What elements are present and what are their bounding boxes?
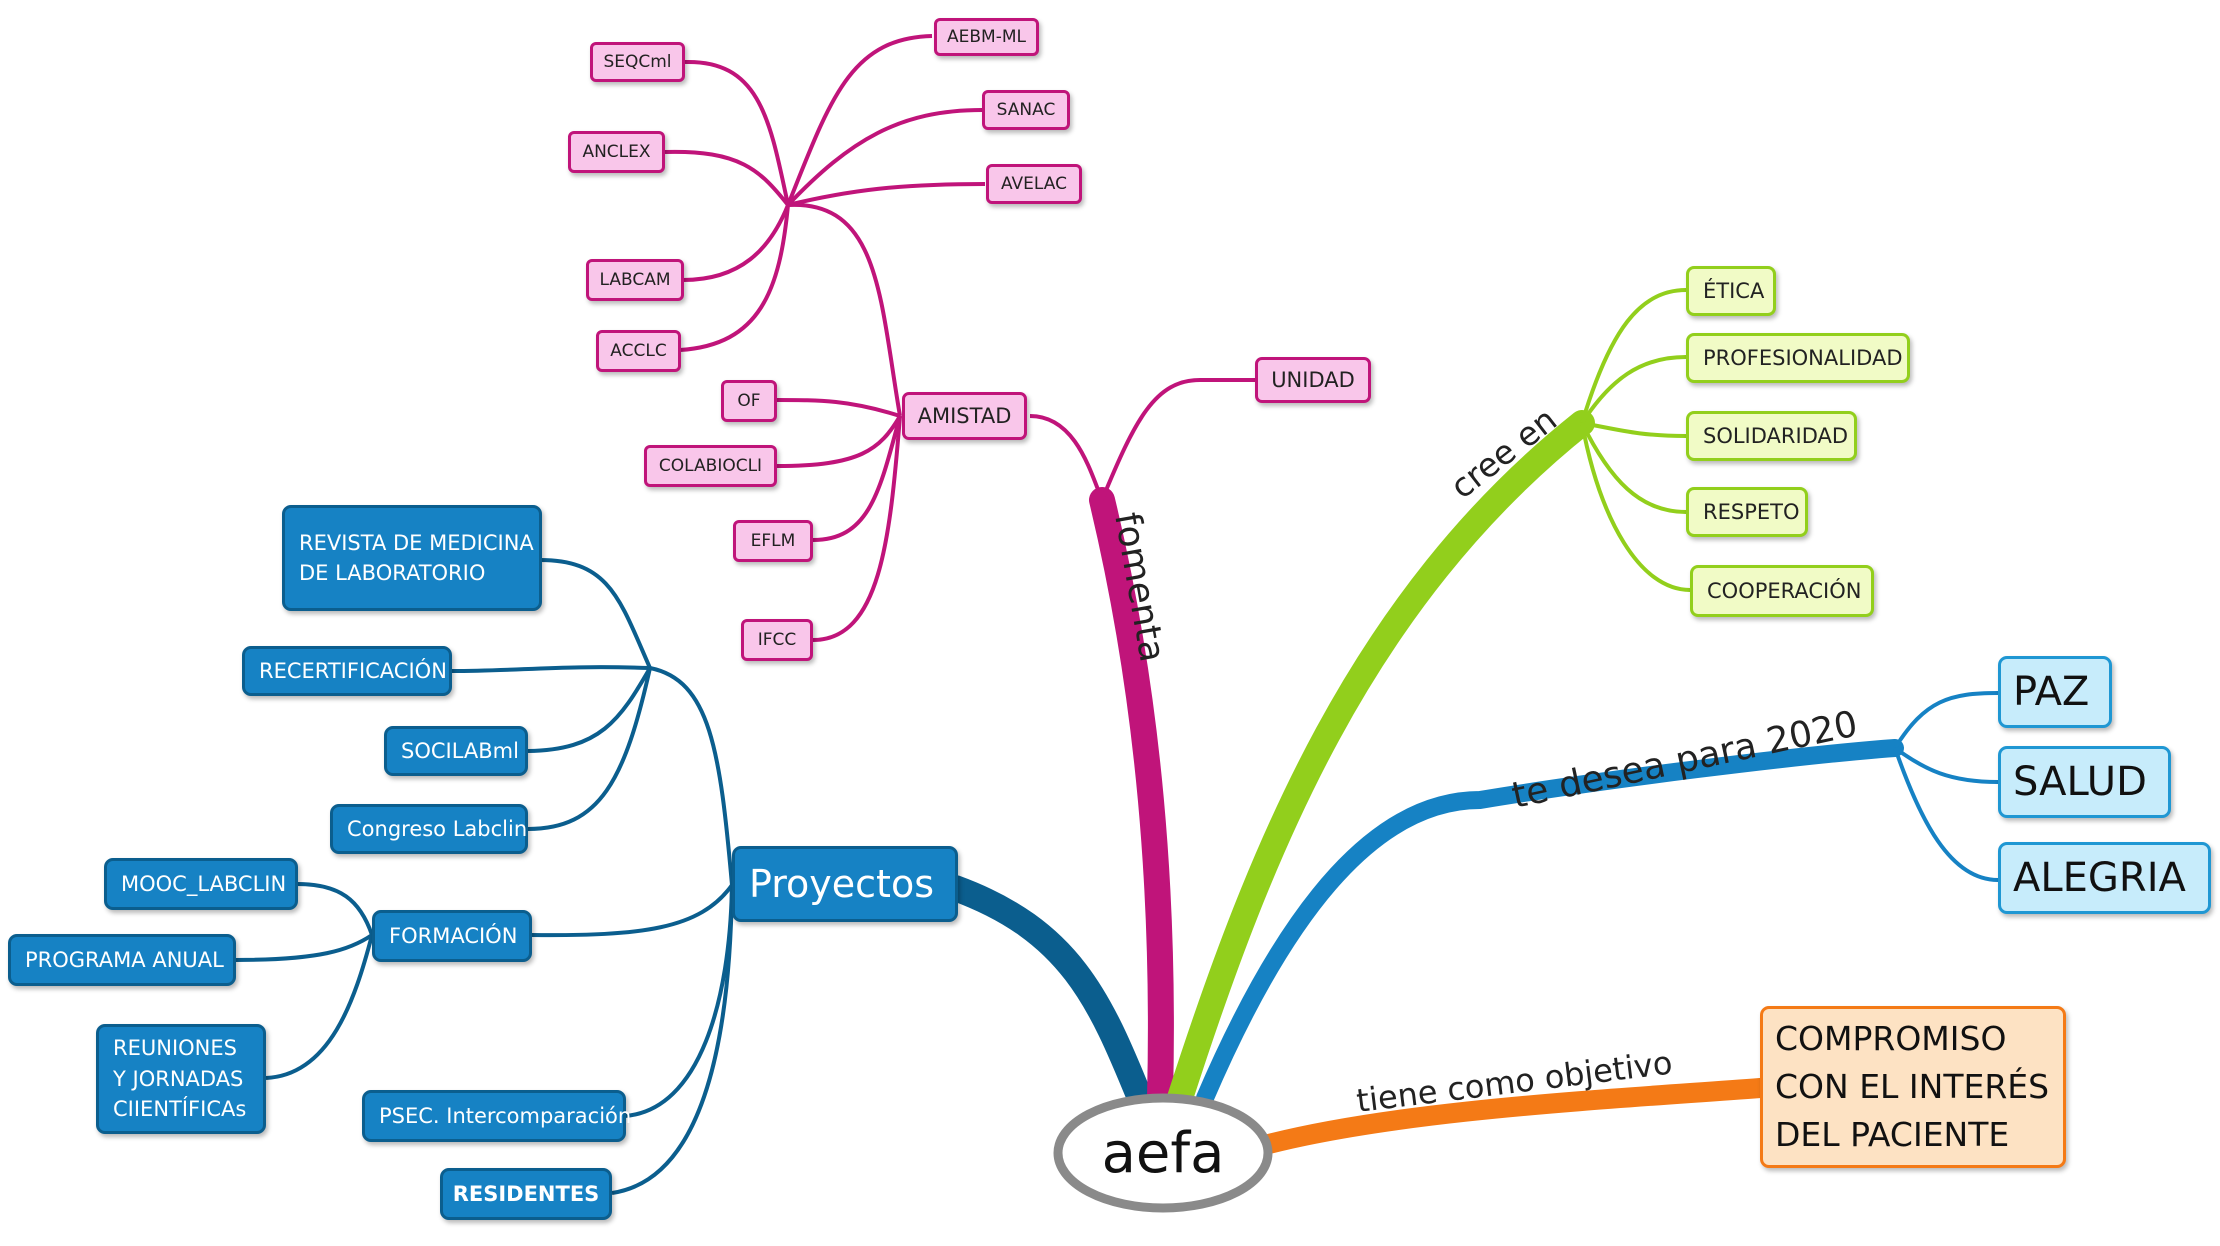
- connector-reuniones: [265, 934, 374, 1080]
- node-alegria[interactable]: ALEGRIA: [1998, 842, 2211, 914]
- node-sanac[interactable]: SANAC: [982, 90, 1070, 130]
- branch-objetivo-connector: [1255, 1078, 1770, 1155]
- node-colabiocli[interactable]: COLABIOCLI: [644, 445, 777, 487]
- connector-paz: [1893, 691, 1999, 750]
- connector-socilabml: [527, 667, 652, 753]
- connector-psec: [624, 884, 734, 1118]
- connector-anclex: [664, 149, 790, 207]
- connector-solidaridad: [1581, 421, 1687, 438]
- node-recertificacion[interactable]: RECERTIFICACIÓN: [242, 646, 452, 696]
- node-acclc[interactable]: ACCLC: [596, 330, 681, 372]
- node-paz[interactable]: PAZ: [1998, 656, 2112, 728]
- node-salud[interactable]: SALUD: [1998, 746, 2171, 818]
- connector-alegria: [1893, 747, 1999, 882]
- branch-cree-en-connector: [1167, 410, 1595, 1111]
- connector-proyectos-hub: [649, 666, 734, 886]
- connector-unidad: [1100, 378, 1255, 501]
- connector-aebm: [786, 34, 933, 206]
- connector-recertificacion: [451, 665, 651, 673]
- connector-mooc: [296, 882, 374, 936]
- connector-amistad: [1029, 414, 1104, 501]
- node-formacion[interactable]: FORMACIÓN: [372, 910, 532, 962]
- node-ifcc[interactable]: IFCC: [741, 619, 813, 661]
- node-proyectos[interactable]: Proyectos: [732, 846, 958, 922]
- node-programa-anual[interactable]: PROGRAMA ANUAL: [8, 934, 236, 986]
- branch-desea-connector: [1196, 739, 1904, 1107]
- connector-programa: [234, 933, 374, 962]
- node-profesionalidad[interactable]: PROFESIONALIDAD: [1686, 333, 1910, 383]
- connector-salud: [1893, 746, 1999, 784]
- node-residentes[interactable]: RESIDENTES: [440, 1168, 612, 1220]
- connector-labcam: [682, 204, 790, 282]
- root-node-shape: [1053, 1093, 1273, 1213]
- branch-proyectos-connector: [942, 875, 1153, 1111]
- connector-colabiocli: [776, 414, 902, 468]
- node-anclex[interactable]: ANCLEX: [568, 131, 665, 173]
- connector-eflm: [812, 415, 902, 542]
- branch-fomenta-connector: [1089, 487, 1174, 1111]
- node-compromiso[interactable]: COMPROMISO CON EL INTERÉS DEL PACIENTE: [1760, 1006, 2066, 1168]
- connector-residentes: [611, 884, 734, 1195]
- node-labcam[interactable]: LABCAM: [586, 259, 684, 301]
- connector-sanac: [786, 108, 983, 207]
- node-avelac[interactable]: AVELAC: [986, 164, 1082, 204]
- node-seqcml[interactable]: SEQCml: [590, 42, 685, 82]
- node-psec[interactable]: PSEC. Intercomparación: [362, 1090, 631, 1142]
- node-revista[interactable]: REVISTA DE MEDICINA DE LABORATORIO: [282, 505, 542, 611]
- connector-etica: [1580, 288, 1687, 424]
- node-reuniones[interactable]: REUNIONES Y JORNADAS CIIENTÍFICAs: [96, 1024, 266, 1134]
- connector-respeto: [1580, 422, 1687, 514]
- node-unidad[interactable]: UNIDAD: [1255, 357, 1371, 403]
- connector-amistad-hub: [787, 202, 902, 417]
- connector-of: [776, 398, 901, 418]
- node-aebm-ml[interactable]: AEBM-ML: [934, 18, 1039, 56]
- node-mooc[interactable]: MOOC_LABCLIN: [104, 858, 298, 910]
- connector-avelac: [787, 182, 986, 207]
- connector-revista: [539, 558, 652, 669]
- node-of[interactable]: OF: [721, 380, 777, 422]
- node-cooperacion[interactable]: COOPERACIÓN: [1690, 565, 1874, 617]
- connector-ifcc: [812, 415, 902, 642]
- node-eflm[interactable]: EFLM: [733, 520, 813, 562]
- connector-acclc: [679, 204, 790, 352]
- node-congreso[interactable]: Congreso Labclin: [330, 804, 528, 854]
- connector-formacion: [531, 883, 734, 938]
- connector-profesionalidad: [1580, 355, 1687, 425]
- connector-congreso: [527, 667, 652, 831]
- node-respeto[interactable]: RESPETO: [1686, 487, 1808, 537]
- connector-seqcml: [684, 59, 790, 206]
- node-socilabml[interactable]: SOCILABml: [384, 726, 528, 776]
- node-amistad[interactable]: AMISTAD: [902, 392, 1027, 440]
- root-node-label: aefa: [1102, 1121, 1225, 1186]
- node-etica[interactable]: ÉTICA: [1686, 266, 1776, 316]
- node-solidaridad[interactable]: SOLIDARIDAD: [1686, 411, 1857, 461]
- connector-cooperacion: [1580, 422, 1691, 592]
